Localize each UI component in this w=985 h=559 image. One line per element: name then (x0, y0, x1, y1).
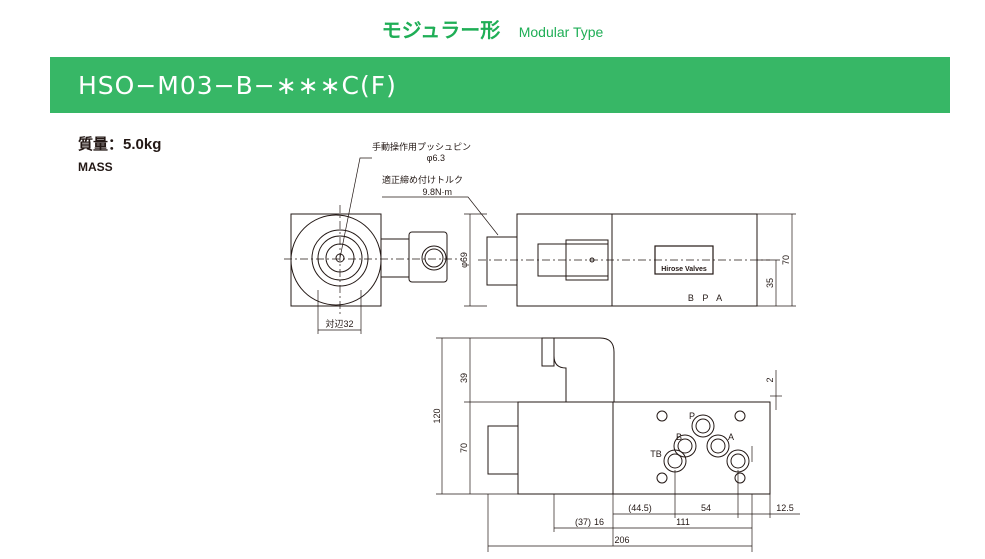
side-port-labels: B P A (688, 293, 722, 303)
dim-side-35: 35 (765, 278, 775, 288)
end-view (284, 157, 499, 334)
port-b-label: B (676, 432, 682, 442)
model-band: HSO−M03−B−∗∗∗C(F) (50, 57, 950, 113)
side-view (464, 213, 796, 307)
dim-12-5: 12.5 (776, 503, 794, 513)
across-flats-dimension: 対辺32 (325, 318, 353, 329)
dim-111: 111 (676, 517, 690, 527)
dim-37: (37) (575, 517, 591, 527)
brand-plate: Hirose Valves (661, 266, 707, 273)
torque-value: 9.8N·m (422, 187, 452, 197)
page-header: モジュラー形 Modular Type (0, 14, 985, 43)
title-japanese: モジュラー形 (381, 20, 501, 42)
dim-front-39: 39 (459, 373, 469, 383)
title-english: Modular Type (518, 24, 604, 40)
dim-54: 54 (701, 503, 711, 513)
dim-side-70: 70 (781, 255, 791, 265)
push-pin-label: 手動操作用プッシュピン (372, 141, 471, 152)
push-pin-dimension: φ6.3 (427, 153, 445, 163)
dim-16: 16 (594, 517, 604, 527)
port-a-label: A (728, 432, 734, 442)
dim-206: 206 (614, 535, 629, 545)
mass-label-en: MASS (78, 160, 113, 174)
diameter-69-dimension: φ69 (459, 252, 469, 268)
torque-label: 適正締め付けトルク (382, 174, 463, 185)
front-view (436, 337, 800, 552)
dim-44-5: (44.5) (628, 503, 652, 513)
dim-front-120: 120 (432, 408, 442, 423)
mass-label-jp: 質量：5.0kg (78, 136, 162, 153)
port-tb-label: TB (650, 449, 662, 459)
model-number: HSO−M03−B−∗∗∗C(F) (78, 71, 397, 100)
port-p-label: P (689, 411, 695, 421)
dim-gap-2: 2 (765, 377, 775, 382)
dim-front-70: 70 (459, 443, 469, 453)
